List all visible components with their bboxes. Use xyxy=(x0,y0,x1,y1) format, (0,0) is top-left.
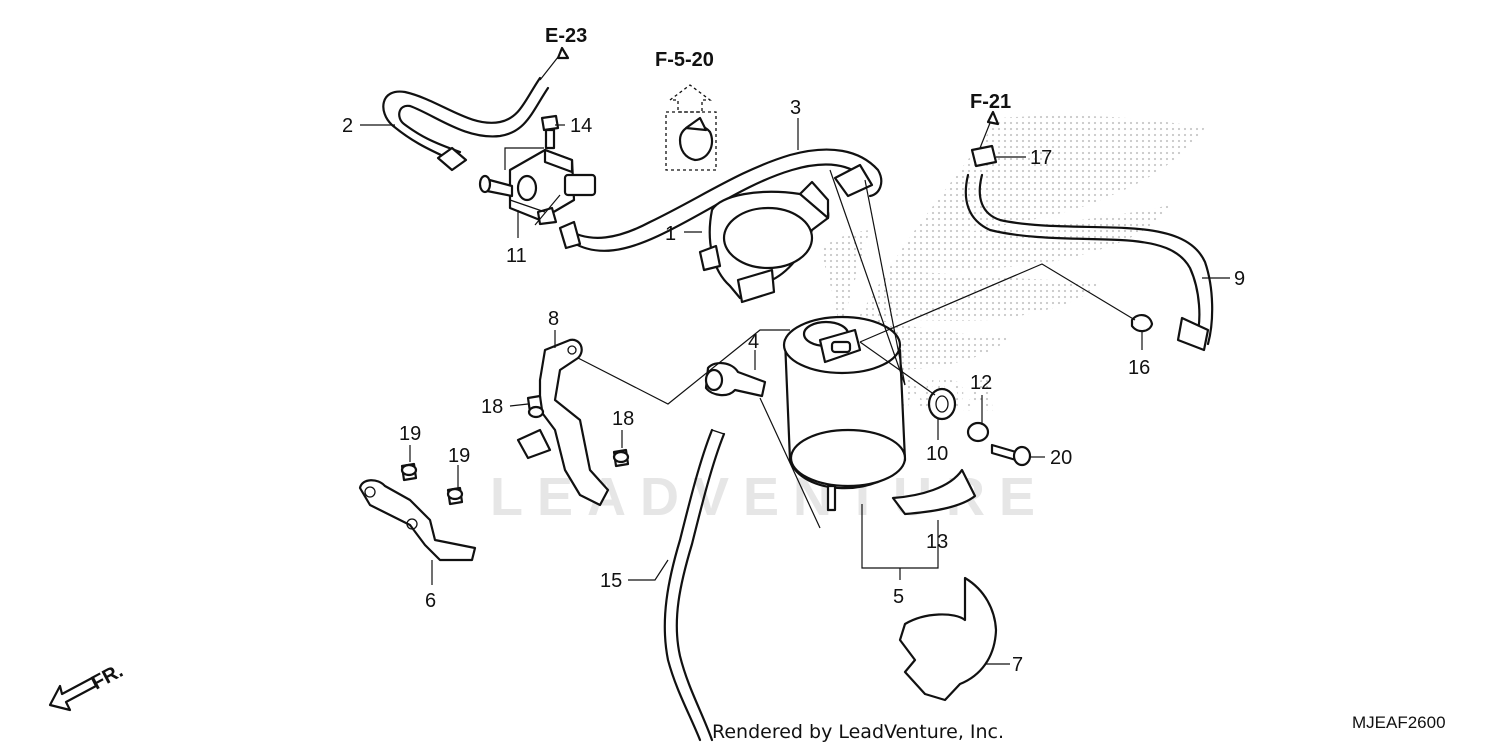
cover-part-7 xyxy=(898,576,998,702)
callout-14: 14 xyxy=(570,115,592,137)
callout-16: 16 xyxy=(1128,357,1150,379)
hose-part-2 xyxy=(382,76,550,172)
front-label: FR. xyxy=(88,660,127,695)
bolt-part-19b xyxy=(446,486,464,506)
bracket-part-8 xyxy=(516,338,610,507)
bolt-part-14 xyxy=(540,114,560,150)
callout-10: 10 xyxy=(926,443,948,465)
callout-18a: 18 xyxy=(481,396,503,418)
bolt-part-20 xyxy=(990,443,1032,467)
clamp-part-16 xyxy=(1130,314,1154,333)
callout-8: 8 xyxy=(548,308,559,330)
drawing-code: MJEAF2600 xyxy=(1352,713,1446,732)
bolt-part-19a xyxy=(400,462,418,482)
callout-2: 2 xyxy=(342,115,353,137)
hose-part-15 xyxy=(663,428,726,742)
callout-1: 1 xyxy=(665,223,676,245)
callout-19a: 19 xyxy=(399,423,421,445)
ref-e-23[interactable]: E-23 xyxy=(545,25,587,47)
collar-part-12 xyxy=(966,421,990,443)
front-direction-indicator: FR. xyxy=(48,660,127,712)
callout-15: 15 xyxy=(600,570,622,592)
callout-4: 4 xyxy=(748,331,759,353)
elbow-hose-part-4 xyxy=(704,362,767,398)
ref-f-21[interactable]: F-21 xyxy=(970,91,1011,113)
bracket-part-6 xyxy=(358,479,477,562)
ref-f-5-20[interactable]: F-5-20 xyxy=(655,49,714,71)
hose-part-3 xyxy=(558,148,883,252)
grommet-part-10 xyxy=(927,387,957,421)
callout-6: 6 xyxy=(425,590,436,612)
callout-17: 17 xyxy=(1030,147,1052,169)
callout-7: 7 xyxy=(1012,654,1023,676)
callout-12: 12 xyxy=(970,372,992,394)
callout-11: 11 xyxy=(506,245,527,267)
hose-part-9 xyxy=(964,173,1214,352)
leader-lines xyxy=(360,46,1230,665)
bolt-part-18a xyxy=(526,394,545,419)
clamp-part-17 xyxy=(970,144,998,168)
solenoid-valve-part-11 xyxy=(478,148,597,226)
bolt-part-18b xyxy=(612,448,630,468)
callout-3: 3 xyxy=(790,97,801,119)
rendered-by-credit: Rendered by LeadVenture, Inc. xyxy=(712,721,1004,743)
callout-20: 20 xyxy=(1050,447,1072,469)
strap-part-13 xyxy=(891,468,977,516)
callout-5: 5 xyxy=(893,586,904,608)
callout-18b: 18 xyxy=(612,408,634,430)
ref-f-5-20-group[interactable] xyxy=(665,84,717,171)
canister-part-5 xyxy=(782,315,907,512)
bracket-part-1 xyxy=(698,180,830,304)
callout-9: 9 xyxy=(1234,268,1245,290)
callout-19b: 19 xyxy=(448,445,470,467)
callout-13: 13 xyxy=(926,531,948,553)
